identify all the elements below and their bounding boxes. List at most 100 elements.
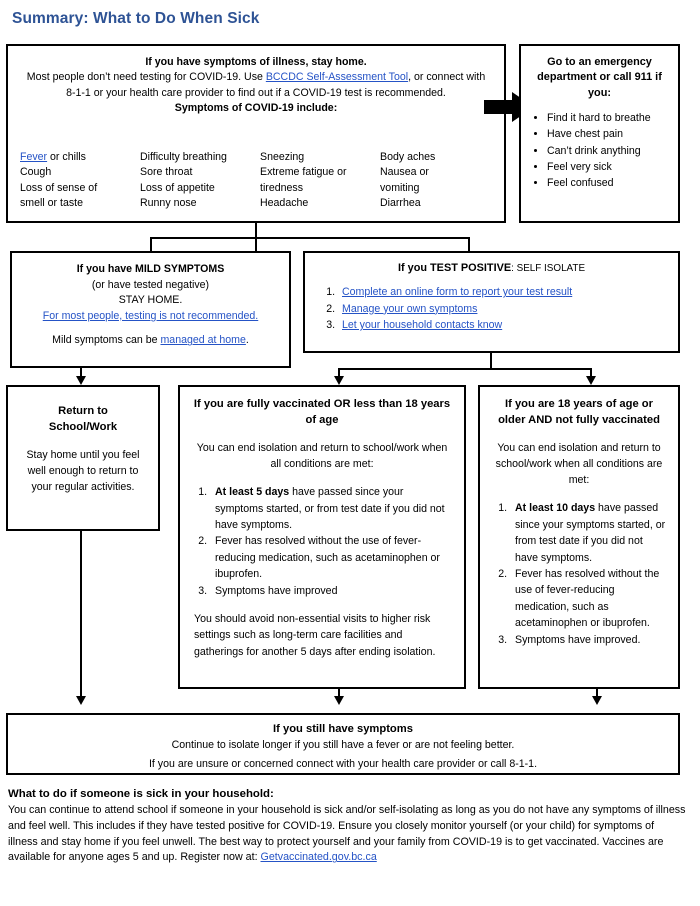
list-item: At least 5 days have passed since your s… — [210, 484, 450, 533]
list-item: Symptoms have improved. — [510, 632, 668, 648]
household-footer: What to do if someone is sick in your ho… — [8, 786, 686, 866]
connector-line — [338, 368, 340, 377]
bccdc-self-assessment-tool-link[interactable]: BCCDC Self-Assessment Tool — [265, 71, 409, 84]
vaccinated-conditions-list: At least 5 days have passed since your s… — [180, 484, 464, 599]
condition-rest: Fever has resolved without the use of fe… — [515, 568, 660, 630]
connector-line — [150, 237, 152, 251]
list-item: Fever has resolved without the use of fe… — [210, 533, 450, 582]
symptom-item: Loss of appetite — [140, 181, 215, 194]
mild-line5: Mild symptoms can be managed at home. — [19, 333, 282, 349]
still-have-symptoms-box: If you still have symptoms Continue to i… — [6, 713, 680, 775]
symptom-item: Headache — [260, 197, 309, 210]
vaccinated-footnote: You should avoid non-essential visits to… — [194, 613, 436, 658]
symptoms-box: If you have symptoms of illness, stay ho… — [6, 44, 506, 223]
manage-symptoms-link[interactable]: Manage your own symptoms — [342, 302, 478, 315]
connector-line — [596, 689, 598, 697]
positive-heading-bold: If you TEST POSITIVE — [397, 262, 512, 274]
emergency-box: Go to an emergency department or call 91… — [519, 44, 680, 223]
return-to-school-work-box: Return to School/Work Stay home until yo… — [6, 385, 160, 531]
arrow-down-icon — [334, 696, 344, 705]
positive-list: Complete an online form to report your t… — [305, 284, 678, 334]
vaccinated-subheading: You can end isolation and return to scho… — [196, 442, 448, 470]
symptom-item: vomiting — [380, 181, 420, 194]
mild-heading: If you have MILD SYMPTOMS — [76, 263, 225, 275]
fully-vaccinated-box: If you are fully vaccinated OR less than… — [178, 385, 466, 689]
mild-line3: STAY HOME. — [118, 294, 183, 307]
mild-line2: (or have tested negative) — [91, 278, 210, 291]
list-item: Symptoms have improved — [210, 583, 450, 599]
condition-rest: Fever has resolved without the use of fe… — [215, 535, 440, 581]
arrow-down-icon — [586, 376, 596, 385]
mild-symptoms-box: If you have MILD SYMPTOMS (or have teste… — [10, 251, 291, 368]
footer-body: You can continue to attend school if som… — [8, 803, 686, 866]
symptom-item: Extreme fatigue or — [260, 166, 347, 179]
arrow-down-icon — [76, 376, 86, 385]
spacer — [19, 324, 282, 333]
report-test-result-link[interactable]: Complete an online form to report your t… — [342, 286, 573, 298]
symptom-item: Body aches — [380, 151, 436, 163]
positive-heading: If you TEST POSITIVE: SELF ISOLATE — [305, 253, 678, 274]
condition-bold: At least 10 days — [515, 502, 596, 515]
symptom-item: smell or taste — [20, 197, 83, 210]
symptom-column-2: Difficulty breathing Sore throat Loss of… — [140, 150, 260, 212]
arrow-down-icon — [76, 696, 86, 705]
connector-line — [150, 237, 470, 239]
symptom-item: Sore throat — [140, 166, 193, 179]
connector-line — [338, 689, 340, 697]
positive-heading-small: : SELF ISOLATE — [511, 263, 586, 274]
connector-line — [80, 531, 82, 697]
getvaccinated-link[interactable]: Getvaccinated.gov.bc.ca — [260, 851, 377, 864]
footer-body-text: You can continue to attend school if som… — [8, 804, 686, 864]
list-item: Have chest pain — [547, 126, 674, 142]
list-item: Fever has resolved without the use of fe… — [510, 566, 668, 632]
mild-line5b: . — [245, 334, 249, 347]
connector-line — [490, 353, 492, 370]
household-contacts-link[interactable]: Let your household contacts know — [342, 319, 503, 332]
symptoms-intro-line2a: Most people don’t need testing for COVID… — [26, 71, 266, 84]
symptoms-intro-line1: If you have symptoms of illness, stay ho… — [145, 56, 367, 68]
symptom-columns: Fever or chills Cough Loss of sense of s… — [20, 150, 498, 212]
symptom-item: Diarrhea — [380, 197, 421, 210]
symptom-item: Loss of sense of — [20, 181, 98, 194]
condition-rest: have passed since your symptoms started,… — [515, 502, 666, 564]
condition-rest: Symptoms have improved — [215, 584, 338, 597]
return-heading-line1: Return to — [58, 405, 108, 417]
condition-rest: have passed since your symptoms started,… — [215, 486, 445, 531]
fever-link[interactable]: Fever — [20, 151, 48, 163]
not-fully-vaccinated-box: If you are 18 years of age or older AND … — [478, 385, 680, 689]
symptoms-intro-line2b: , or connect with 8-1-1 or your health c… — [66, 71, 486, 99]
return-body: Stay home until you feel well enough to … — [26, 449, 140, 494]
vaccinated-heading: If you are fully vaccinated OR less than… — [193, 398, 451, 426]
symptom-item: Sneezing — [260, 151, 305, 163]
footer-heading: What to do if someone is sick in your ho… — [8, 788, 274, 800]
unvaccinated-heading: If you are 18 years of age or older AND … — [498, 398, 660, 426]
list-item: Find it hard to breathe — [547, 110, 674, 126]
list-item: Can’t drink anything — [547, 143, 674, 159]
symptom-column-4: Body aches Nausea or vomiting Diarrhea — [380, 150, 498, 212]
still-line2: Continue to isolate longer if you still … — [171, 739, 515, 751]
connector-line — [338, 368, 592, 370]
symptom-item: Cough — [20, 166, 52, 179]
page-title: Summary: What to Do When Sick — [12, 10, 260, 27]
list-item: Feel confused — [547, 175, 674, 191]
connector-line — [80, 368, 82, 377]
return-heading-line2: School/Work — [48, 421, 118, 433]
list-item: Manage your own symptoms — [338, 301, 668, 318]
condition-bold: At least 5 days — [215, 486, 290, 499]
emergency-heading: Go to an emergency department or call 91… — [537, 56, 662, 99]
managed-at-home-link[interactable]: managed at home — [160, 334, 246, 347]
symptoms-intro: If you have symptoms of illness, stay ho… — [8, 46, 504, 116]
mild-link-row: For most people, testing is not recommen… — [19, 309, 282, 325]
connector-line — [468, 237, 470, 251]
symptom-column-3: Sneezing Extreme fatigue or tiredness He… — [260, 150, 380, 212]
connector-line — [590, 368, 592, 377]
testing-not-recommended-link[interactable]: For most people, testing is not recommen… — [42, 309, 259, 322]
symptom-item: Nausea or — [380, 166, 429, 179]
return-heading: Return to School/Work — [8, 387, 158, 435]
list-item: Let your household contacts know — [338, 317, 668, 334]
arrow-down-icon — [592, 696, 602, 705]
condition-rest: Symptoms have improved. — [515, 633, 641, 646]
emergency-list: Find it hard to breathe Have chest pain … — [521, 110, 678, 191]
still-heading: If you still have symptoms — [273, 723, 413, 735]
symptom-item: tiredness — [260, 181, 303, 194]
